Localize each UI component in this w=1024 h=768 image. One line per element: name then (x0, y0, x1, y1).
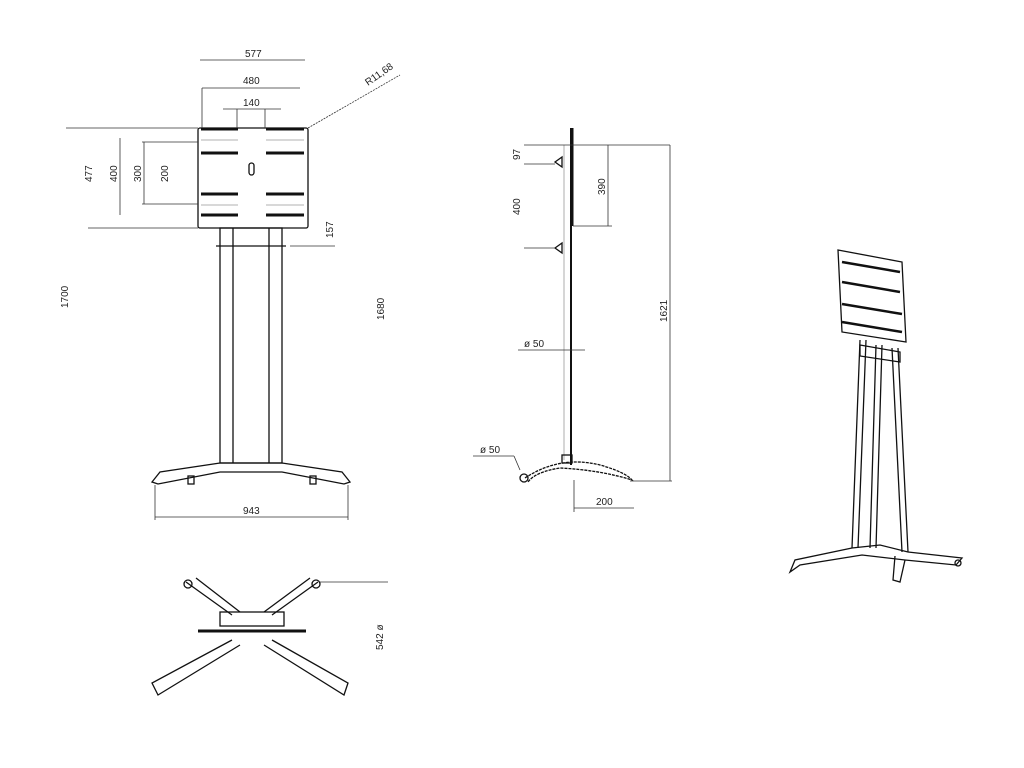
dim-plate-depth: 390 (597, 178, 608, 195)
dim-pole-diameter: ø 50 (524, 339, 544, 350)
dim-vesa-200: 200 (160, 165, 171, 182)
iso-plate (837, 249, 907, 343)
dim-base-depth: 542 ø (375, 624, 386, 650)
side-view: 97 400 390 1621 ø 50 ø 50 200 (473, 128, 672, 512)
dim-overall-width: 577 (245, 49, 262, 60)
front-view: 577 480 140 R11,68 477 400 300 200 157 1… (60, 49, 401, 520)
mounting-plate (197, 127, 309, 229)
dim-vesa-300: 300 (133, 165, 144, 182)
column (219, 227, 283, 464)
dim-base-width: 943 (243, 506, 260, 517)
dim-offset: 157 (325, 221, 336, 238)
base-feet (150, 462, 352, 485)
top-view: 542 ø (151, 577, 388, 696)
dim-plate-width: 480 (243, 76, 260, 87)
dim-bracket-spacing: 400 (512, 198, 523, 215)
dim-inner-width: 140 (243, 98, 260, 109)
dim-plate-height: 477 (84, 165, 95, 182)
dim-vesa-400: 400 (109, 165, 120, 182)
dim-foot-depth: 200 (596, 497, 613, 508)
dim-height: 1621 (659, 299, 670, 322)
dim-total-height: 1700 (60, 285, 71, 308)
dim-wheel-diameter: ø 50 (480, 445, 500, 456)
dim-plate-top-height: 1680 (376, 297, 387, 320)
dim-radius: R11,68 (363, 61, 395, 88)
dim-top-offset: 97 (512, 148, 523, 160)
isometric-view (788, 249, 964, 583)
